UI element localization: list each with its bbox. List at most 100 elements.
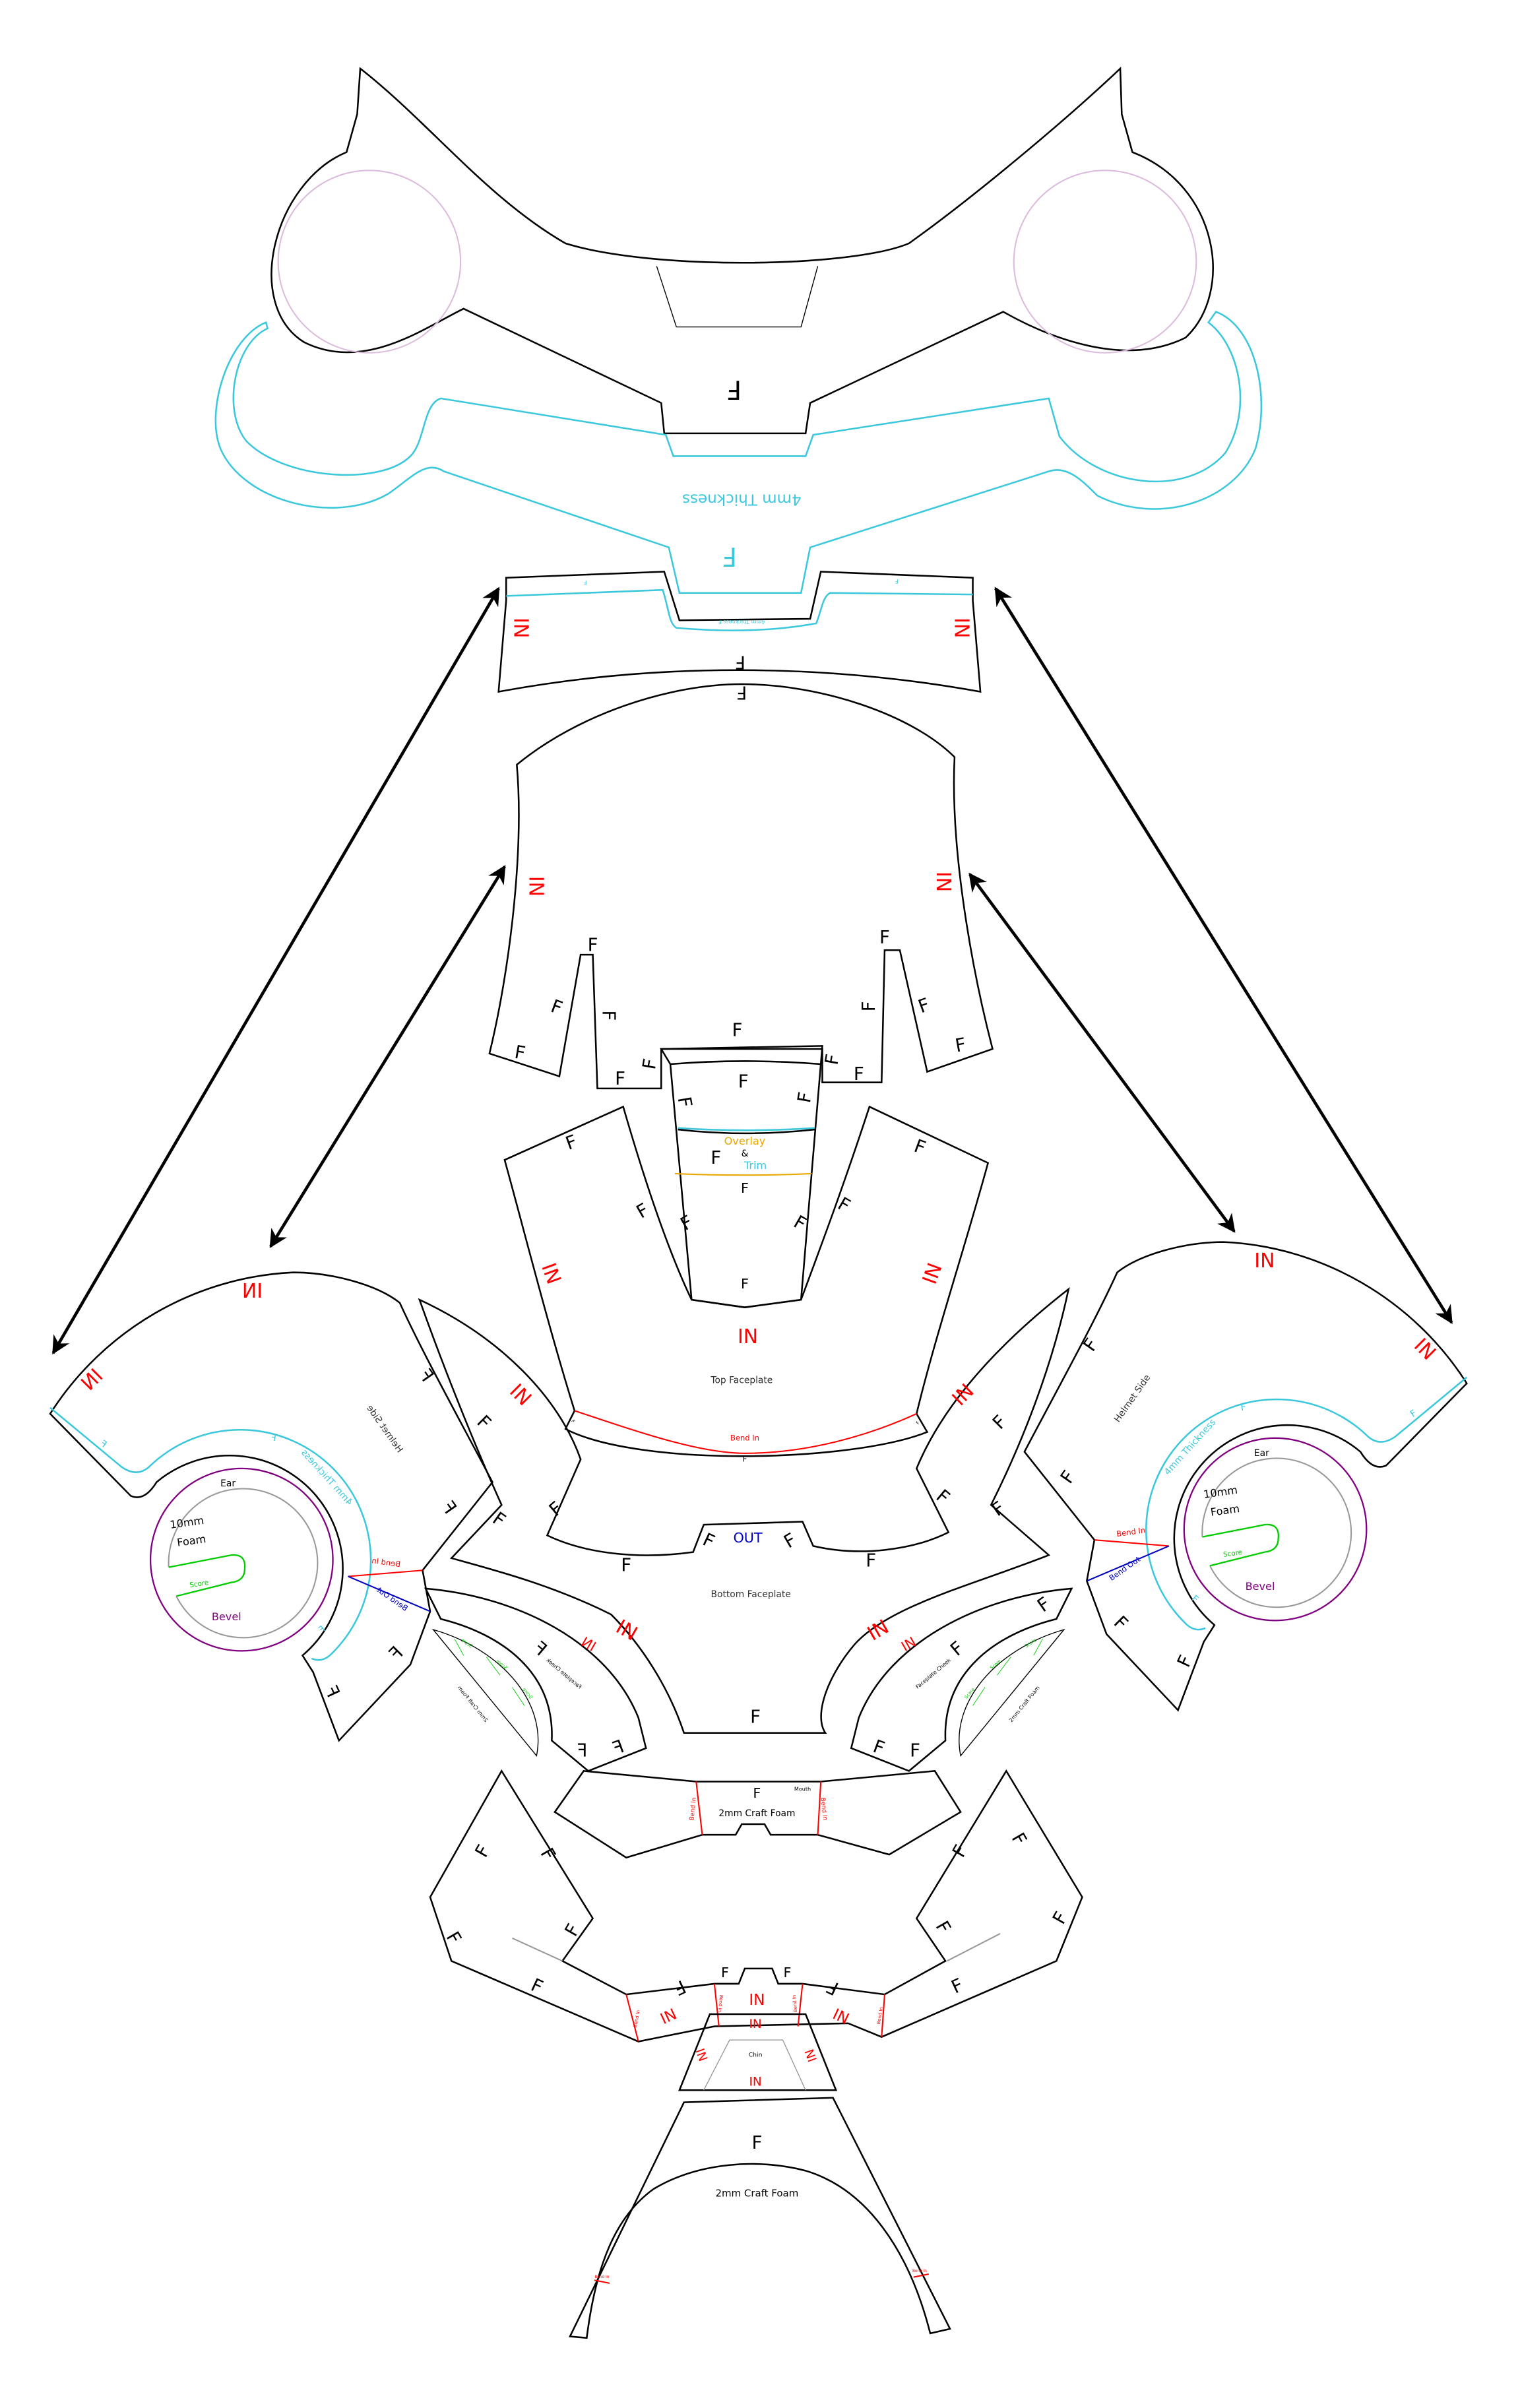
flap-mark: F — [98, 1438, 109, 1450]
piece-title: Helmet Side — [1112, 1373, 1153, 1424]
material-label: 2mm Craft Foam — [1008, 1685, 1041, 1723]
flap-mark: F — [750, 1706, 761, 1728]
flap-mark: F — [870, 1735, 887, 1759]
ear-label: Ear — [1254, 1448, 1269, 1459]
bend-in-label: Bend In — [688, 1797, 698, 1821]
flap-mark: F — [570, 1419, 576, 1424]
inside-mark: IN — [536, 1260, 565, 1287]
flap-mark: F — [780, 1529, 800, 1553]
flap-mark: F — [735, 651, 745, 673]
inside-mark: IN — [932, 871, 955, 892]
inside-mark: IN — [77, 1364, 108, 1395]
flap-mark: F — [513, 1041, 527, 1064]
flap-mark: F — [741, 1276, 749, 1292]
bend-in-label: Bend In — [912, 2269, 927, 2273]
ear-foam-label: Foam — [1210, 1502, 1240, 1519]
piece-title: Mouth — [794, 1787, 811, 1792]
flap-mark: F — [699, 1529, 718, 1553]
bend-in-label: Bend In — [371, 1556, 401, 1569]
inside-mark: IN — [1409, 1334, 1440, 1365]
inside-mark: IN — [950, 618, 973, 638]
inside-mark: IN — [579, 1633, 599, 1655]
flap-mark: F — [858, 1001, 879, 1012]
skull-top-piece: F IN IN F F F F F F F F F F F F F — [488, 682, 994, 1090]
flap-mark: F — [946, 1637, 968, 1660]
piece-title: Chin — [749, 2052, 763, 2059]
brow-piece: F 4mm Thickness F — [214, 67, 1263, 594]
flap-mark: F — [722, 542, 738, 571]
double-arrow-icon — [269, 865, 506, 1248]
double-arrow-icon — [968, 872, 1236, 1233]
flap-mark: F — [638, 1057, 661, 1071]
flap-mark: F — [866, 1549, 876, 1571]
flap-mark: F — [1240, 1402, 1247, 1413]
flap-mark: F — [414, 1365, 438, 1386]
flap-mark: F — [879, 926, 890, 948]
flap-mark: F — [320, 1682, 344, 1701]
piece-title: Faceplate Cheek — [914, 1657, 952, 1690]
nose-piece: F F F Overlay F & Trim F F — [660, 1045, 823, 1308]
flap-mark: F — [588, 934, 598, 955]
flap-mark: F — [489, 1507, 510, 1531]
flap-mark: F — [711, 1147, 721, 1168]
ear-foam-label: Foam — [176, 1533, 206, 1549]
flap-mark: F — [915, 994, 932, 1017]
eye-circle-right — [1013, 170, 1197, 354]
inside-mark: IN — [918, 1260, 947, 1287]
bend-in-label: Bend In — [633, 2010, 641, 2027]
score-label: Score — [964, 1687, 976, 1700]
flap-mark: F — [1007, 1829, 1032, 1849]
trim-label: Trim — [744, 1159, 767, 1172]
inside-mark: IN — [864, 1616, 893, 1646]
flap-mark: F — [674, 1095, 697, 1109]
flap-mark: F — [560, 1920, 585, 1940]
score-label: Score — [1024, 1637, 1037, 1649]
material-label: 2mm Craft Foam — [715, 2187, 798, 2199]
flap-mark: F — [528, 1974, 546, 1998]
ear-foam-label: 10mm — [169, 1514, 205, 1531]
flap-mark: F — [721, 1965, 729, 1980]
piece-title: Faceplate Cheek — [545, 1657, 583, 1690]
flap-mark: F — [751, 2132, 762, 2153]
flap-mark: F — [385, 1642, 408, 1665]
score-label: Score — [521, 1687, 534, 1700]
ampersand-label: & — [742, 1149, 749, 1159]
forehead-strip: F F 4mm Thickness F IN IN F — [497, 571, 982, 693]
inside-mark: IN — [524, 876, 548, 897]
flap-mark: F — [563, 1130, 580, 1154]
flap-mark: F — [317, 1624, 327, 1635]
flap-mark: F — [948, 1974, 966, 1998]
thickness-label: 4mm Thickness — [299, 1447, 354, 1507]
bend-out-label: Bend Out — [1107, 1554, 1142, 1583]
flap-mark: F — [1048, 1908, 1073, 1928]
ear-right: Ear 10mm Foam Score Bevel — [1183, 1437, 1368, 1622]
thickness-label: 4mm Thickness F — [718, 619, 765, 625]
helmet-side-left: IN IN Helmet Side F F F F 4mm Thickness … — [49, 1271, 494, 1742]
flap-mark: F — [915, 1420, 921, 1425]
helmet-side-right: IN IN Helmet Side F F F F 4mm Thickness … — [1023, 1241, 1468, 1712]
material-label: 2mm Craft Foam — [718, 1808, 795, 1819]
piece-title: Helmet Side — [364, 1403, 404, 1455]
bevel-label: Bevel — [212, 1610, 241, 1623]
inside-mark: IN — [803, 2047, 820, 2064]
score-label: Score — [495, 1659, 508, 1671]
flap-mark: F — [736, 682, 747, 704]
flap-mark: F — [633, 1199, 652, 1223]
score-label: Score — [189, 1579, 209, 1589]
inside-mark: IN — [749, 2075, 761, 2089]
material-label: 2mm Craft Foam — [457, 1685, 490, 1723]
flap-mark: F — [820, 1052, 843, 1066]
flap-mark: F — [732, 1019, 742, 1040]
flap-mark: F — [621, 1554, 631, 1575]
flap-mark: F — [437, 1497, 461, 1518]
flap-mark: F — [548, 995, 565, 1019]
score-label: Score — [1222, 1548, 1242, 1559]
flap-mark: F — [911, 1135, 928, 1158]
flap-mark: F — [727, 374, 742, 404]
flap-mark: F — [1110, 1612, 1133, 1635]
thickness-label: 4mm Thickness — [1162, 1417, 1218, 1477]
flap-mark: F — [743, 1455, 747, 1464]
mouth-piece: F 2mm Craft Foam Mouth Bend In Bend In — [554, 1770, 962, 1859]
flap-mark: F — [270, 1432, 277, 1443]
inside-mark: IN — [749, 1992, 765, 2009]
